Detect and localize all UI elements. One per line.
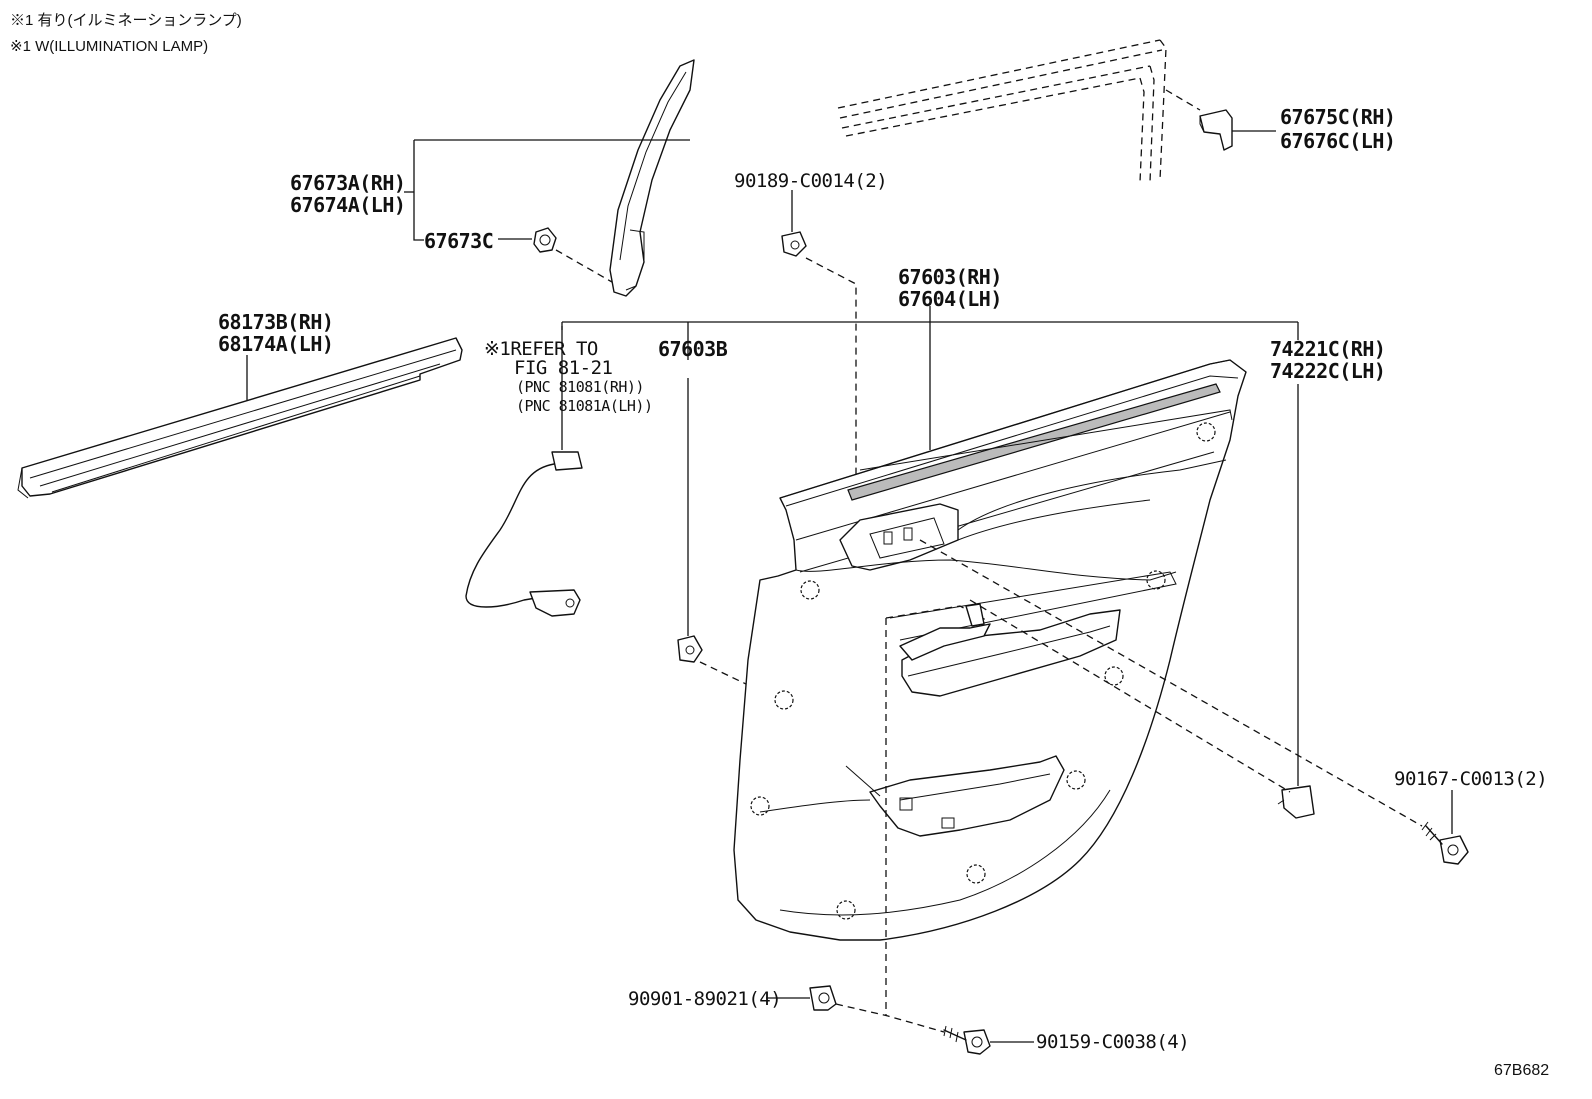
note-japanese: ※1 有り(イルミネーションランプ) xyxy=(10,12,242,29)
label-90901-89021: 90901-89021(4) xyxy=(628,988,782,1010)
refer-line-2: FIG 81-21 xyxy=(514,357,613,379)
lower-fastener-leaders xyxy=(766,603,1034,1055)
door-frame-outline xyxy=(837,39,1167,183)
diagram-code: 67B682 xyxy=(1494,1062,1550,1079)
refer-line-1: ※1REFER TO xyxy=(484,338,598,360)
leader-67603 xyxy=(561,306,1299,786)
pillar-garnish-67673a xyxy=(404,59,695,297)
label-67603b: 67603B xyxy=(658,337,728,361)
label-74222c-lh: 74222C(LH) xyxy=(1270,359,1386,383)
label-68173b-rh: 68173B(RH) xyxy=(218,310,334,334)
clip-90189 xyxy=(781,190,857,500)
label-67673a-rh: 67673A(RH) xyxy=(290,171,406,195)
label-74221c-rh: 74221C(RH) xyxy=(1270,337,1386,361)
label-68174a-lh: 68174A(LH) xyxy=(218,332,334,356)
clip-67603b xyxy=(677,635,747,685)
screw-90167 xyxy=(919,539,1469,865)
door-trim-panel xyxy=(733,359,1247,941)
refer-line-4: (PNC 81081A(LH)) xyxy=(516,397,653,415)
label-90159-c0038: 90159-C0038(4) xyxy=(1036,1031,1190,1053)
bracket-67675c xyxy=(1165,89,1276,151)
label-90189-c0014: 90189-C0014(2) xyxy=(734,170,888,192)
label-67674a-lh: 67674A(LH) xyxy=(290,193,406,217)
illumination-lamp-wire xyxy=(465,326,583,617)
label-67675c-rh: 67675C(RH) xyxy=(1280,105,1396,129)
label-67603-rh: 67603(RH) xyxy=(898,265,1002,289)
label-67604-lh: 67604(LH) xyxy=(898,287,1002,311)
refer-line-3: (PNC 81081(RH)) xyxy=(516,378,644,396)
belt-moulding-68173b xyxy=(17,337,463,499)
label-90167-c0013: 90167-C0013(2) xyxy=(1394,768,1548,790)
note-english: ※1 W(ILLUMINATION LAMP) xyxy=(10,38,209,55)
label-67673c: 67673C xyxy=(424,229,494,253)
label-67676c-lh: 67676C(LH) xyxy=(1280,129,1396,153)
bezel-74221c xyxy=(969,599,1315,819)
